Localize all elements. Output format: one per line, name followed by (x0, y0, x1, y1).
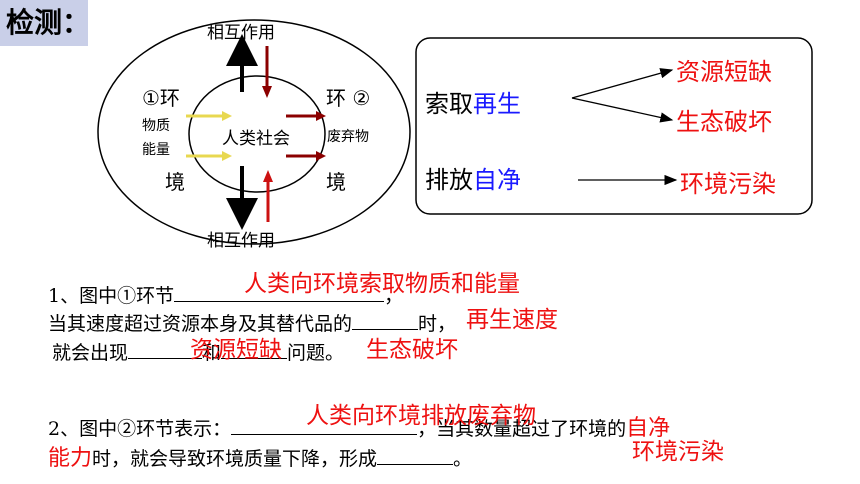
env-pollution-label: 环境污染 (680, 170, 776, 198)
left-env-bottom: 境 (165, 170, 185, 194)
bottom-interaction-label: 相互作用 (207, 231, 275, 251)
discharge-label: 排放 (425, 166, 473, 194)
left-env-tag: ①环 (142, 86, 180, 110)
q1-blank-4[interactable] (221, 340, 288, 359)
material-label: 物质 (142, 118, 170, 134)
q1-answer-4: 生态破坏 (366, 337, 458, 363)
top-interaction-label: 相互作用 (207, 23, 275, 43)
eco-damage-label: 生态破坏 (676, 108, 772, 136)
q1-line2: 当其速度超过资源本身及其替代品的 时， (48, 309, 456, 336)
q1-line3-mid: 和 (202, 342, 222, 364)
slide-title: 检测： (0, 0, 90, 46)
q1-answer-1: 人类向环境索取物质和能量 (244, 271, 520, 297)
human-society-label: 人类社会 (222, 129, 290, 149)
q2-self-purify: 自净 (626, 416, 671, 441)
q1-line1: 1、图中①环节 ， (48, 281, 403, 308)
q2-blank-1[interactable] (231, 416, 418, 435)
right-env-tag: 环 ② (326, 86, 371, 110)
environment-ellipse (97, 19, 411, 245)
q2-line2-suffix: 时，就会导致环境质量下降，形成 (92, 448, 378, 470)
regenerate-label: 再生 (473, 90, 521, 118)
resource-shortage-label: 资源短缺 (676, 58, 772, 86)
q1-line2-suffix: 时， (418, 313, 457, 335)
q2-line2: 能力时，就会导致环境质量下降，形成 。 (48, 440, 472, 472)
q1-answer-3: 资源短缺 (190, 337, 282, 363)
q2-answer-1: 人类向环境排放废弃物 (306, 403, 536, 429)
q2-line1-suffix: ，当其数量超过了环境的 (417, 418, 627, 440)
q2-capacity: 能力 (48, 446, 93, 471)
q1-line1-suffix: ， (384, 285, 404, 307)
q2-line1-prefix: 2、图中②环节表示： (48, 418, 232, 440)
q1-line1-prefix: 1、图中①环节 (48, 285, 175, 307)
q1-blank-2[interactable] (352, 311, 419, 330)
q2-line1: 2、图中②环节表示： ，当其数量超过了环境的自净 (48, 410, 670, 442)
q1-line2-prefix: 当其速度超过资源本身及其替代品的 (48, 313, 353, 335)
q2-blank-2[interactable] (377, 446, 454, 465)
row2-left-label: 排放自净 (425, 160, 521, 195)
q1-answer-2: 再生速度 (466, 307, 558, 333)
energy-label: 能量 (142, 142, 170, 158)
q1-line3: 就会出现 和 问题。 (52, 338, 344, 365)
q1-line3-suffix: 问题。 (287, 342, 345, 364)
branch-arrow-up (571, 68, 674, 99)
right-env-bottom: 境 (326, 170, 346, 194)
branch-arrow-down (571, 97, 674, 123)
society-circle (188, 75, 326, 193)
self-purify-label: 自净 (473, 166, 521, 194)
extract-label: 索取 (425, 90, 473, 118)
row1-left-label: 索取再生 (425, 84, 521, 119)
waste-label: 废弃物 (327, 129, 369, 145)
q2-line2-end: 。 (453, 448, 473, 470)
summary-panel-box (415, 37, 813, 215)
q1-line3-prefix: 就会出现 (52, 342, 129, 364)
q1-blank-1[interactable] (174, 283, 385, 302)
q2-answer-2: 环境污染 (632, 439, 724, 465)
q1-blank-3[interactable] (128, 340, 203, 359)
